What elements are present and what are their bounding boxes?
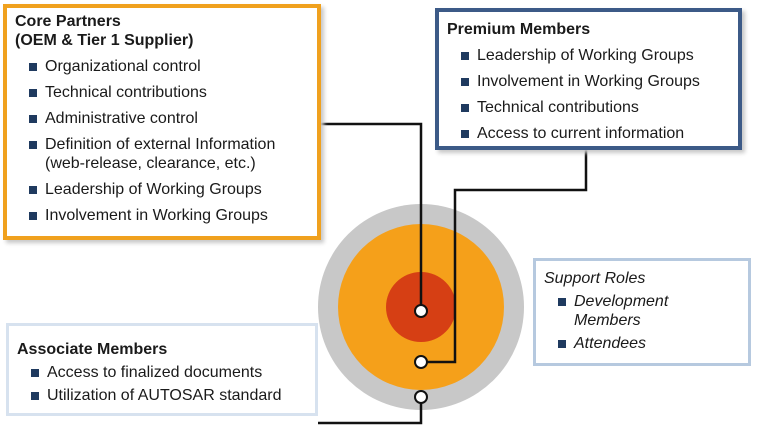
list-item: Technical contributions [447,98,738,117]
list-item: Definition of external Information (web-… [15,135,317,173]
list-item: Attendees [544,334,748,353]
bullet-icon [29,186,37,194]
bullet-icon [29,89,37,97]
bullet-icon [461,104,469,112]
premium-members-list: Leadership of Working Groups Involvement… [447,46,738,143]
core-partners-list: Organizational control Technical contrib… [15,57,317,225]
list-item: Leadership of Working Groups [15,180,317,199]
bullet-icon [461,52,469,60]
list-item: Administrative control [15,109,317,128]
premium-members-box: Premium Members Leadership of Working Gr… [435,8,742,150]
list-item: Access to finalized documents [17,363,315,382]
associate-node [414,390,428,404]
associate-members-box: Associate Members Access to finalized do… [6,323,318,416]
core-partners-title: Core Partners [15,13,121,30]
list-item: Technical contributions [15,83,317,102]
premium-node [414,355,428,369]
premium-connector-line [421,150,588,364]
associate-members-list: Access to finalized documents Utilizatio… [17,363,315,405]
list-item: Utilization of AUTOSAR standard [17,386,315,405]
bullet-icon [31,369,39,377]
list-item: Organizational control [15,57,317,76]
bullet-icon [29,212,37,220]
bullet-icon [558,298,566,306]
bullet-icon [29,63,37,71]
support-roles-box: Support Roles Development Members Attend… [533,258,751,366]
bullet-icon [31,392,39,400]
support-roles-title: Support Roles [544,270,646,287]
core-connector-line [321,122,423,309]
support-roles-list: Development Members Attendees [544,292,748,353]
list-item: Access to current information [447,124,738,143]
list-item: Leadership of Working Groups [447,46,738,65]
core-partners-box: Core Partners (OEM & Tier 1 Supplier) Or… [3,4,321,240]
bullet-icon [461,78,469,86]
bullet-icon [558,340,566,348]
core-partners-subtitle: (OEM & Tier 1 Supplier) [15,32,194,49]
list-item: Involvement in Working Groups [15,206,317,225]
associate-members-title: Associate Members [17,341,168,358]
bullet-icon [461,130,469,138]
bullet-icon [29,115,37,123]
list-item: Development Members [544,292,694,330]
associate-connector-line [318,397,423,425]
premium-members-title: Premium Members [447,21,591,38]
list-item: Involvement in Working Groups [447,72,738,91]
core-node [414,304,428,318]
bullet-icon [29,141,37,149]
